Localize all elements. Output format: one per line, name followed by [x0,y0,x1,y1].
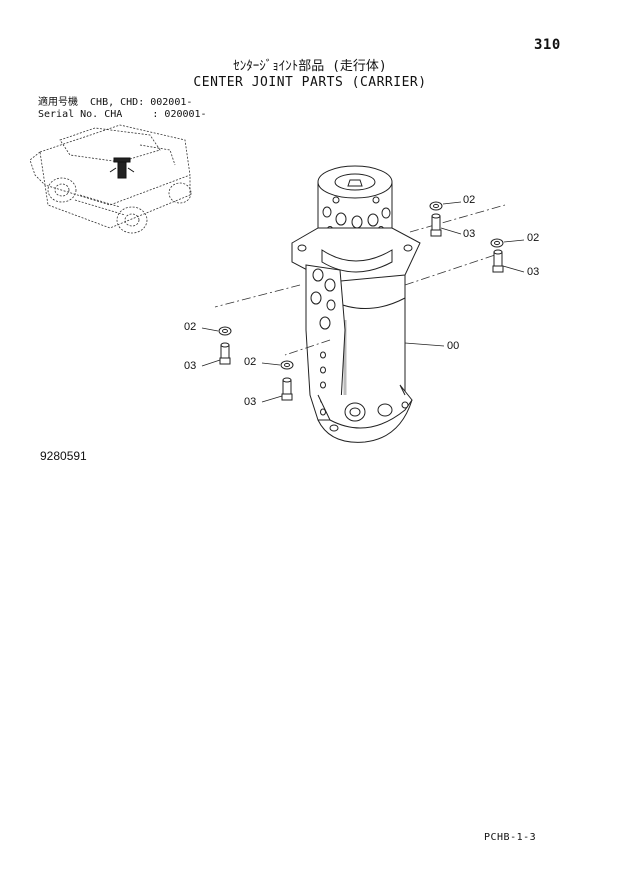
callout-02-left: 02 [184,321,197,333]
title-japanese: ｾﾝﾀｰｼﾞｮｲﾝﾄ部品 (走行体) [233,59,387,74]
callout-03-right: 03 [527,266,540,278]
callout-02-right: 02 [527,232,540,244]
callout-02-mid: 02 [244,356,257,368]
bolt-03-parts [219,213,504,401]
applicability-line-2: Serial No. CHA : 020001- [38,109,207,120]
keymap-highlight-center-joint [109,157,135,179]
callout-03-mid: 03 [244,396,257,408]
center-joint-assembly [291,165,421,443]
applicability-block: 適用号機 CHB, CHD: 002001- Serial No. CHA : … [38,97,207,121]
callout-00: 00 [447,340,460,352]
callout-leaders [201,201,525,403]
title-english: CENTER JOINT PARTS (CARRIER) [193,75,427,90]
assembly-centerlines [214,204,506,356]
callout-03-top: 03 [463,228,476,240]
washer-02-parts [218,201,504,370]
drawing-number: 9280591 [40,449,87,463]
callout-02-top: 02 [463,194,476,206]
callout-03-left: 03 [184,360,197,372]
machine-keymap-illustration [29,124,192,234]
applicability-line-1: 適用号機 CHB, CHD: 002001- [38,97,193,108]
page-number: 310 [534,37,561,53]
sheet-code: PCHB-1-3 [484,832,537,843]
